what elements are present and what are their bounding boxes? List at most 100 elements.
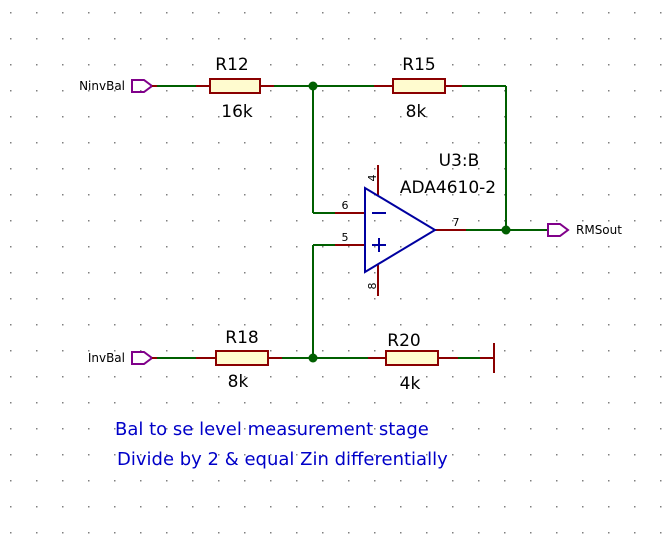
grid-dot (36, 220, 38, 222)
grid-dot (114, 90, 116, 92)
grid-dot (582, 220, 584, 222)
grid-dot (452, 12, 454, 14)
grid-dot (218, 64, 220, 66)
grid-dot (504, 246, 506, 248)
grid-dot (400, 532, 402, 534)
grid-dot (348, 298, 350, 300)
grid-dot (270, 194, 272, 196)
grid-dot (244, 272, 246, 274)
grid-dot (452, 194, 454, 196)
grid-dot (400, 428, 402, 430)
grid-dot (88, 12, 90, 14)
grid-dot (426, 116, 428, 118)
grid-dot (140, 324, 142, 326)
grid-dot (270, 142, 272, 144)
grid-dot (322, 12, 324, 14)
grid-dot (88, 506, 90, 508)
grid-dot (374, 506, 376, 508)
grid-dot (608, 428, 610, 430)
grid-dot (374, 272, 376, 274)
grid-dot (270, 428, 272, 430)
grid-dot (400, 402, 402, 404)
grid-dot (10, 12, 12, 14)
grid-dot (192, 402, 194, 404)
grid-dot (634, 220, 636, 222)
grid-dot (582, 532, 584, 534)
grid-dot (244, 64, 246, 66)
opamp-pin5-number: 5 (342, 231, 349, 244)
grid-dot (322, 246, 324, 248)
opamp-pin4-number: 4 (366, 175, 379, 182)
grid-dot (140, 402, 142, 404)
grid-dot (504, 376, 506, 378)
grid-dot (582, 480, 584, 482)
grid-dot (374, 116, 376, 118)
grid-dot (296, 116, 298, 118)
grid-dot (400, 376, 402, 378)
grid-dot (374, 142, 376, 144)
grid-dot (36, 402, 38, 404)
opamp-ref: U3:B (439, 151, 480, 171)
grid-dot (244, 506, 246, 508)
grid-dot (348, 220, 350, 222)
grid-dot (218, 428, 220, 430)
grid-dot (244, 402, 246, 404)
grid-dot (88, 194, 90, 196)
grid-dot (114, 506, 116, 508)
grid-dot (62, 298, 64, 300)
grid-dot (400, 272, 402, 274)
grid-dot (88, 168, 90, 170)
grid-dot (556, 428, 558, 430)
grid-dot (452, 480, 454, 482)
grid-dot (556, 194, 558, 196)
grid-dot (322, 194, 324, 196)
grid-dot (348, 246, 350, 248)
grid-dot (114, 12, 116, 14)
grid-dot (504, 12, 506, 14)
grid-dot (166, 38, 168, 40)
grid-dot (426, 376, 428, 378)
grid-dot (88, 64, 90, 66)
grid-dot (374, 324, 376, 326)
grid-dot (556, 506, 558, 508)
grid-dot (140, 194, 142, 196)
grid-dot (36, 116, 38, 118)
grid-dot (36, 142, 38, 144)
grid-dot (556, 168, 558, 170)
grid-dot (10, 116, 12, 118)
grid-dot (660, 168, 662, 170)
grid-dot (62, 376, 64, 378)
grid-dot (426, 64, 428, 66)
junction-top (308, 81, 318, 91)
grid-dot (400, 506, 402, 508)
grid-dot (478, 246, 480, 248)
grid-dot (608, 402, 610, 404)
note-line-1: Bal to se level measurement stage (115, 419, 429, 440)
grid-dot (36, 12, 38, 14)
grid-dot (114, 480, 116, 482)
grid-dot (140, 480, 142, 482)
grid-dot (634, 64, 636, 66)
grid-dot (582, 506, 584, 508)
grid-dot (608, 246, 610, 248)
grid-dot (322, 64, 324, 66)
grid-dot (36, 350, 38, 352)
grid-dot (322, 220, 324, 222)
grid-dot (530, 220, 532, 222)
grid-dot (478, 454, 480, 456)
grid-dot (36, 428, 38, 430)
grid-dot (244, 142, 246, 144)
grid-dot (322, 168, 324, 170)
grid-dot (530, 246, 532, 248)
grid-dot (660, 350, 662, 352)
grid-dot (270, 532, 272, 534)
grid-dot (244, 480, 246, 482)
grid-dot (582, 428, 584, 430)
grid-dot (608, 272, 610, 274)
grid-dot (270, 64, 272, 66)
grid-dot (140, 454, 142, 456)
grid-dot (634, 116, 636, 118)
grid-dot (218, 142, 220, 144)
grid-dot (140, 506, 142, 508)
grid-dot (634, 90, 636, 92)
